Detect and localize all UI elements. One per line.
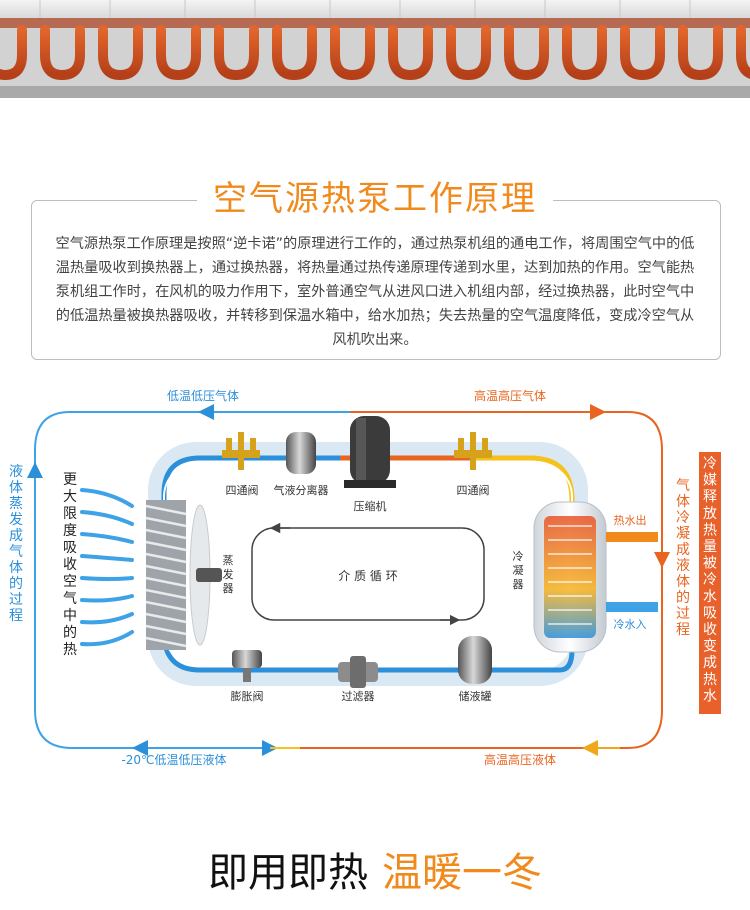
label-expansion-valve: 膨胀阀 xyxy=(231,689,264,703)
vertical-char: 器 xyxy=(513,578,524,591)
label-bottom-left-flow: -20℃低温低压液体 xyxy=(121,752,226,767)
vertical-char: 大 xyxy=(63,489,77,505)
vertical-char: 冷 xyxy=(703,456,717,472)
vertical-char: 水 xyxy=(703,688,717,704)
heat-pump-diagram: 低温低压气体 高温高压气体 -20℃低温低压液体 高温高压液体 四通阀 气液分离… xyxy=(9,388,721,767)
description-text: 空气源热泵工作原理是按照“逆卡诺”的原理进行工作的，通过热泵机组的通电工作，将周… xyxy=(55,236,695,348)
vertical-char: 放 xyxy=(703,506,717,522)
vertical-char: 吸 xyxy=(703,605,717,621)
vertical-char: 气 xyxy=(676,478,690,494)
vertical-char: 凝 xyxy=(513,563,524,577)
vertical-char: 程 xyxy=(9,608,23,624)
vertical-char: 热 xyxy=(703,672,717,688)
slogan: 即用即热温暖一冬 xyxy=(0,846,750,900)
vertical-char: 蒸 xyxy=(9,496,23,512)
gas-liquid-separator xyxy=(286,432,316,474)
label-hot-water-out: 热水出 xyxy=(614,513,647,527)
compressor xyxy=(344,416,396,488)
label-gas-liquid-separator: 气液分离器 xyxy=(274,483,329,497)
vertical-char: 收 xyxy=(703,622,717,638)
vertical-char: 成 xyxy=(703,655,717,671)
vertical-char: 液 xyxy=(676,558,690,574)
vertical-char: 气 xyxy=(9,544,23,560)
vertical-char: 的 xyxy=(63,625,77,641)
label-top-left-flow: 低温低压气体 xyxy=(167,388,239,403)
vertical-char: 过 xyxy=(676,606,690,622)
label-four-way-valve-1: 四通阀 xyxy=(226,483,259,497)
vertical-char: 体 xyxy=(676,574,690,590)
right-vertical-band xyxy=(699,452,721,714)
vertical-char: 成 xyxy=(676,542,690,558)
label-evaporator: 蒸发器 xyxy=(223,554,234,595)
label-condenser: 冷凝器 xyxy=(513,550,524,591)
vertical-char: 媒 xyxy=(703,473,717,489)
label-four-way-valve-2: 四通阀 xyxy=(457,483,490,497)
vertical-char: 热 xyxy=(63,642,77,658)
expansion-valve xyxy=(232,650,262,682)
label-medium-cycle: 介 质 循 环 xyxy=(338,569,397,583)
vertical-char: 液 xyxy=(9,464,23,480)
label-liquid-tank: 储液罐 xyxy=(459,689,492,703)
vertical-char: 吸 xyxy=(63,540,77,556)
vertical-char: 发 xyxy=(9,512,23,528)
four-way-valve-1 xyxy=(222,432,260,470)
vertical-char: 冷 xyxy=(703,572,717,588)
label-bottom-right-flow: 高温高压液体 xyxy=(484,752,556,767)
floor-heating-banner xyxy=(0,0,750,98)
vertical-char: 蒸 xyxy=(223,554,234,567)
vertical-char: 过 xyxy=(9,592,23,608)
vertical-char: 收 xyxy=(63,557,77,573)
vertical-char: 体 xyxy=(9,560,23,576)
vertical-char: 更 xyxy=(63,472,77,488)
label-filter: 过滤器 xyxy=(342,690,375,703)
vertical-char: 的 xyxy=(9,576,23,592)
section-title: 空气源热泵工作原理 xyxy=(197,176,553,222)
vertical-char: 程 xyxy=(676,622,690,638)
section-title-wrap: 空气源热泵工作原理 xyxy=(0,176,750,222)
vertical-char: 度 xyxy=(63,523,77,539)
slogan-part1: 即用即热 xyxy=(208,850,368,896)
vertical-char: 的 xyxy=(676,590,690,606)
label-cold-water-in: 冷水入 xyxy=(614,618,647,631)
vertical-char: 发 xyxy=(223,567,234,581)
vertical-char: 体 xyxy=(9,480,23,496)
vertical-char: 中 xyxy=(63,608,77,624)
vertical-char: 限 xyxy=(63,506,77,522)
vertical-char: 被 xyxy=(703,556,717,572)
vertical-char: 空 xyxy=(63,574,77,590)
vertical-char: 热 xyxy=(703,522,717,538)
vertical-char: 体 xyxy=(676,494,690,510)
filter xyxy=(338,656,378,688)
liquid-tank xyxy=(458,636,492,684)
vertical-char: 冷 xyxy=(676,510,690,526)
vertical-char: 成 xyxy=(9,528,23,544)
four-way-valve-2 xyxy=(454,432,492,470)
vertical-char: 器 xyxy=(223,582,234,595)
label-top-right-flow: 高温高压气体 xyxy=(474,388,546,403)
wind-arrows xyxy=(80,488,134,647)
slogan-part2: 温暖一冬 xyxy=(382,850,542,896)
vertical-char: 凝 xyxy=(676,526,690,542)
vertical-char: 气 xyxy=(63,591,77,607)
vertical-char: 量 xyxy=(703,539,717,555)
vertical-char: 冷 xyxy=(513,550,524,563)
fan xyxy=(189,504,222,646)
vertical-char: 水 xyxy=(703,589,717,605)
label-compressor: 压缩机 xyxy=(354,499,387,513)
vertical-char: 变 xyxy=(703,639,717,655)
condenser-tank xyxy=(533,501,658,653)
evaporator-coil xyxy=(145,500,187,650)
vertical-char: 释 xyxy=(703,489,717,505)
